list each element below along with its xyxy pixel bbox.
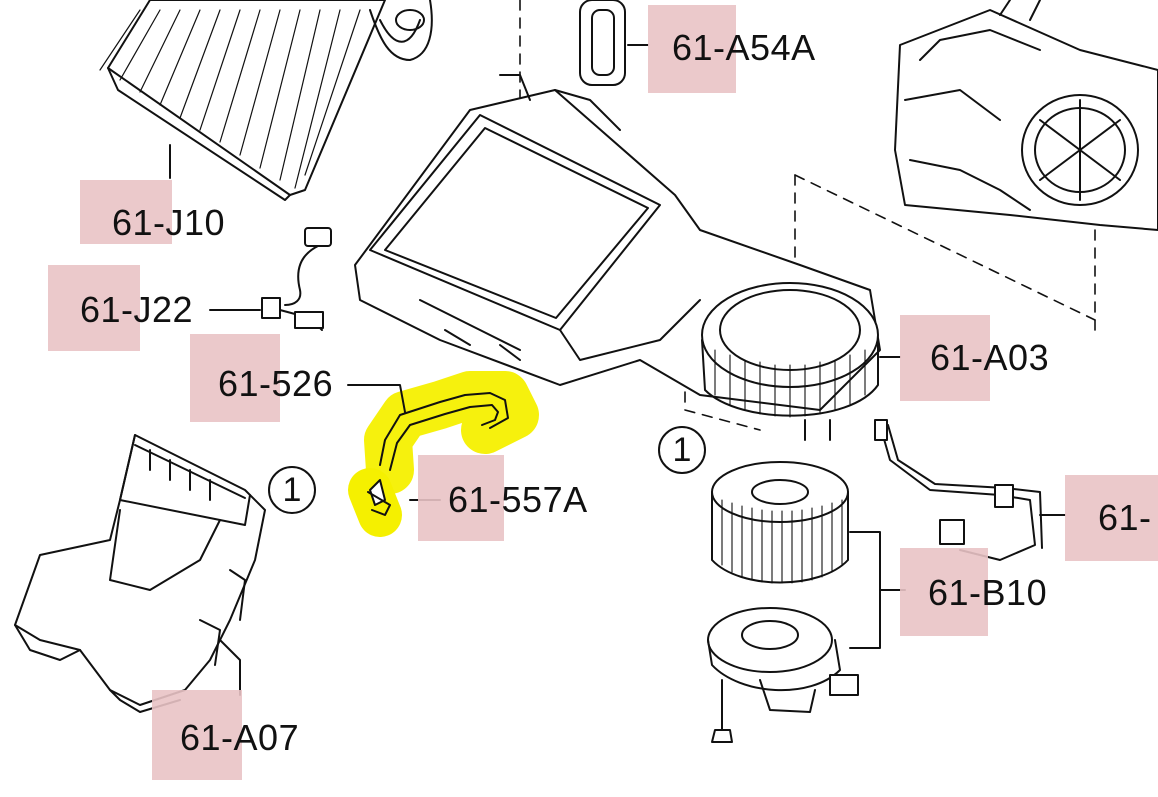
label-box-right-cut bbox=[1065, 475, 1158, 561]
part-label-b10: 61-B10 bbox=[928, 572, 1048, 613]
resistor-harness-drawing bbox=[874, 419, 1043, 561]
drain-hose-drawing bbox=[367, 392, 509, 516]
blower-motor-drawing bbox=[707, 461, 859, 743]
part-label-j22: 61-J22 bbox=[80, 289, 194, 330]
reference-mark-1-left: 1 bbox=[268, 466, 316, 514]
part-label-right-cut: 61- bbox=[1098, 497, 1152, 538]
upper-blower-housing-drawing bbox=[894, 0, 1158, 231]
part-label-a07: 61-A07 bbox=[180, 717, 300, 758]
label-box-557a bbox=[418, 455, 504, 541]
gasket-drawing bbox=[579, 0, 626, 86]
part-label-j10: 61-J10 bbox=[112, 202, 226, 243]
reference-mark-1-center: 1 bbox=[658, 426, 706, 474]
part-label-526: 61-526 bbox=[218, 363, 334, 404]
part-label-a54a: 61-A54A bbox=[672, 27, 816, 68]
label-box-a07 bbox=[152, 690, 242, 780]
leader-lines bbox=[169, 44, 1066, 696]
label-box-j22 bbox=[48, 265, 140, 351]
duct-drawing bbox=[14, 434, 266, 713]
label-box-526 bbox=[190, 334, 280, 422]
label-box-j10 bbox=[80, 180, 172, 244]
label-box-a03 bbox=[900, 315, 990, 401]
sensor-wire-drawing bbox=[261, 227, 332, 331]
label-box-a54a bbox=[648, 5, 736, 93]
label-box-b10 bbox=[900, 548, 988, 636]
part-label-557a: 61-557A bbox=[448, 479, 588, 520]
evaporator-core-drawing bbox=[99, 0, 433, 201]
part-label-a03: 61-A03 bbox=[930, 337, 1050, 378]
blower-case-drawing bbox=[354, 74, 881, 441]
